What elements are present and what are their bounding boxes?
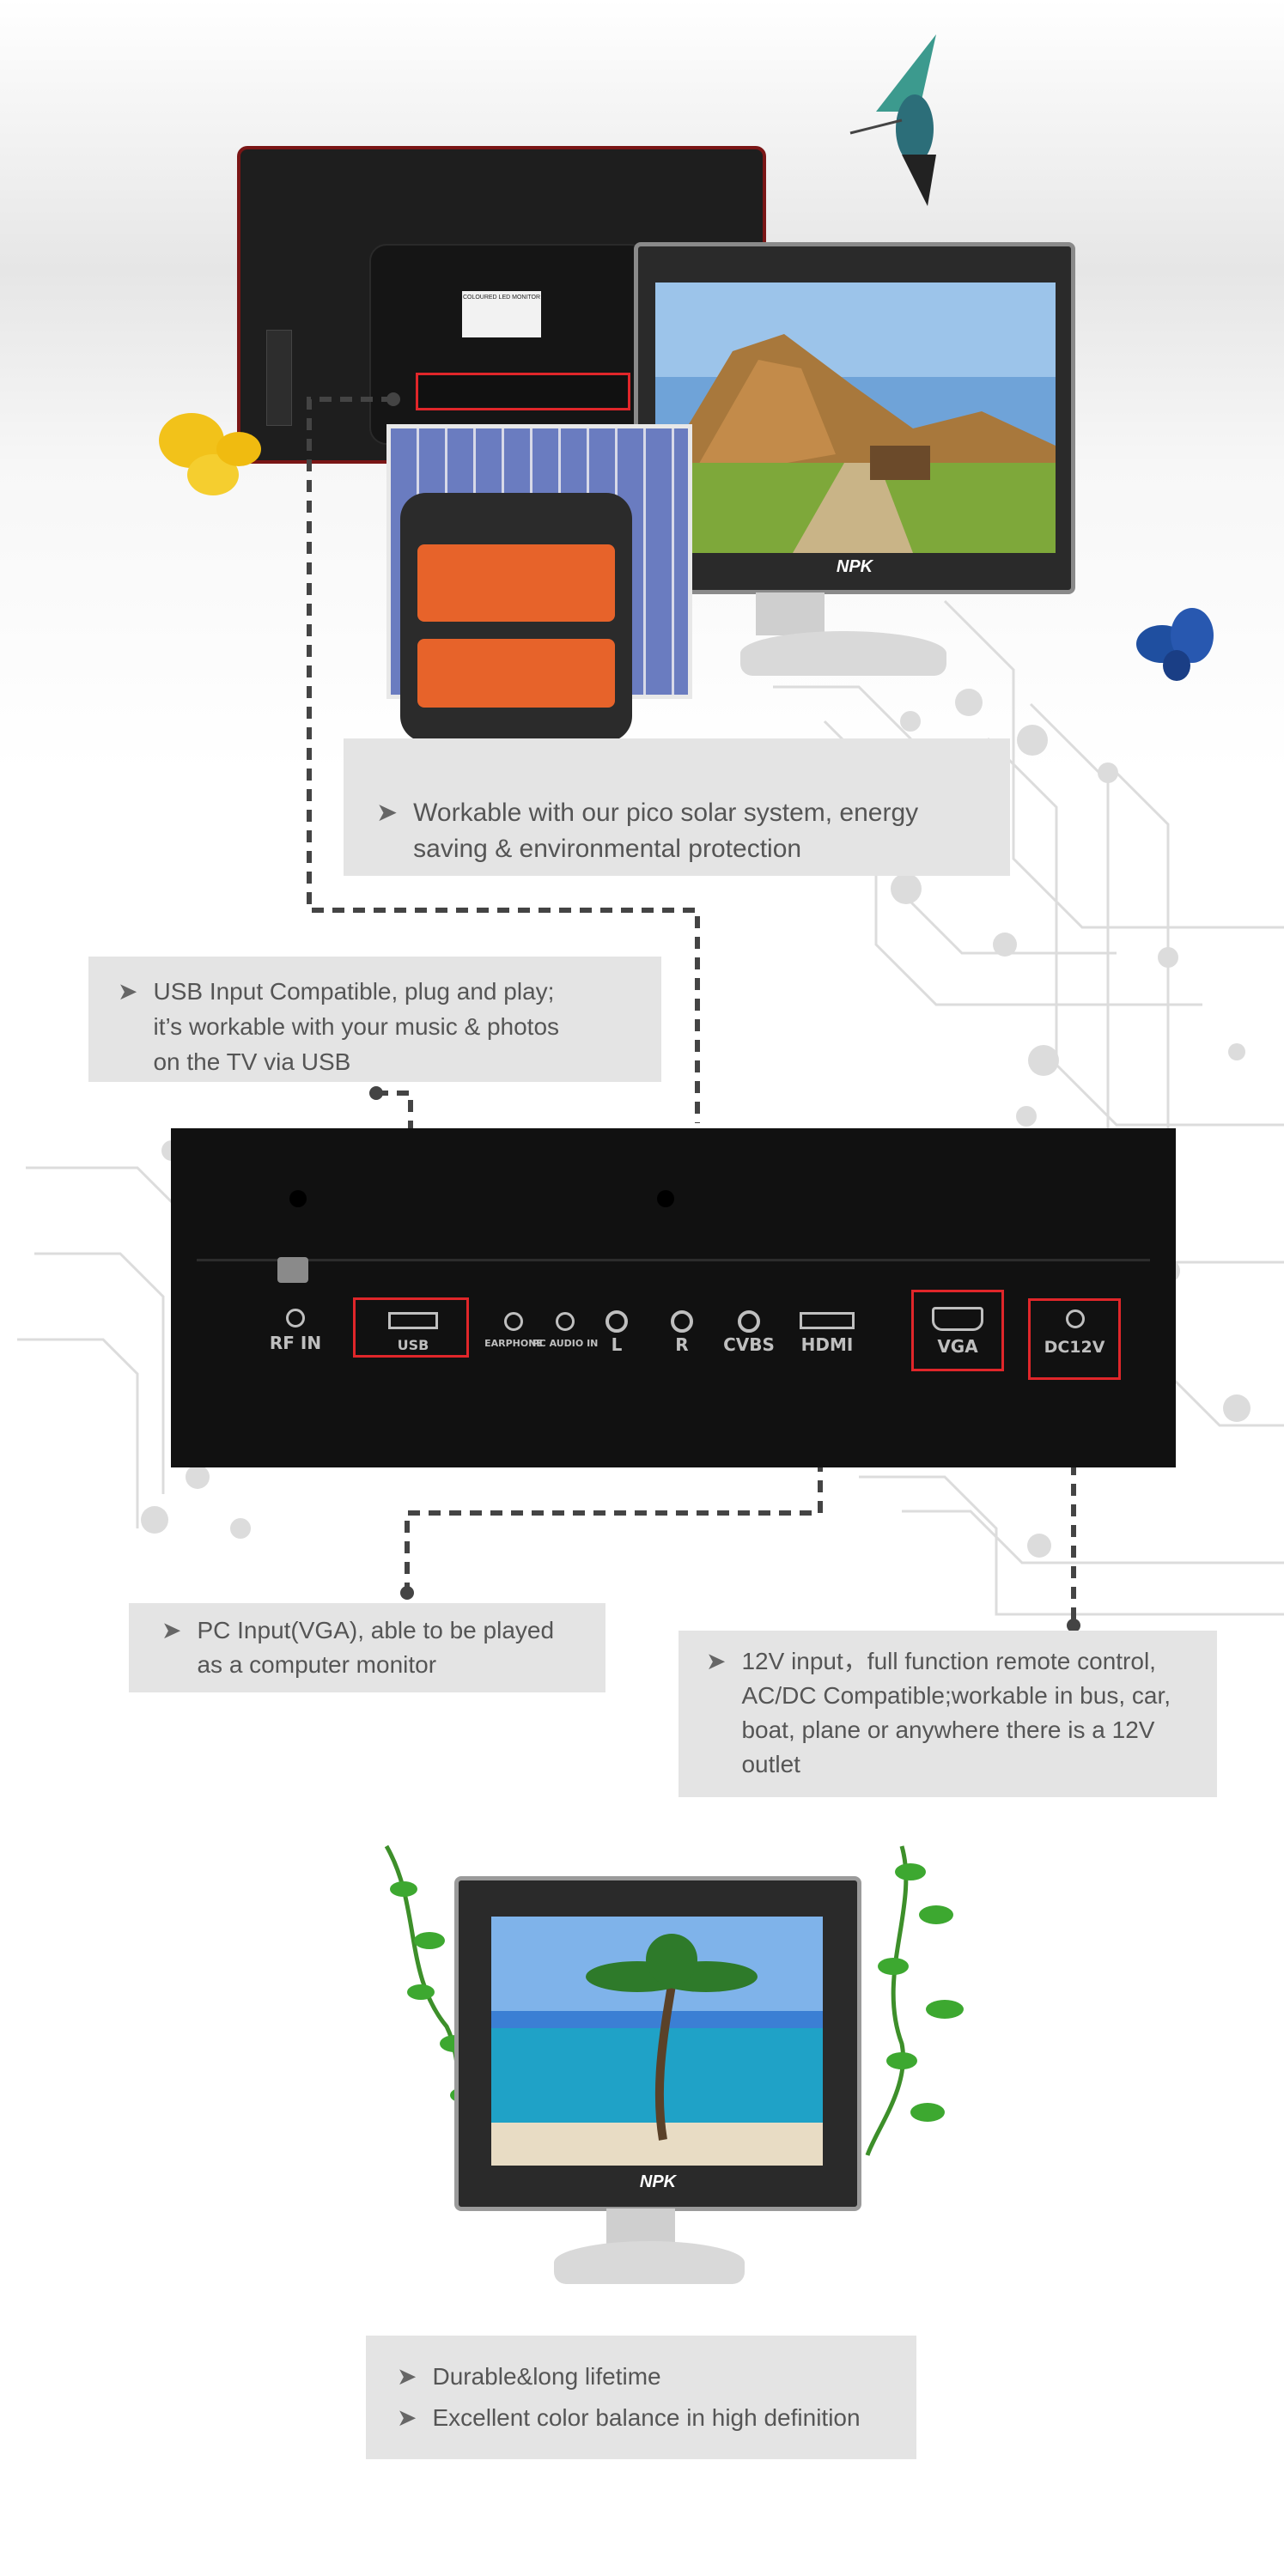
vga-port-icon <box>932 1307 983 1331</box>
callout-usb-row: ➤ USB Input Compatible, plug and play; i… <box>118 974 661 1079</box>
r-port-label: R <box>675 1334 689 1355</box>
vga-port-label: VGA <box>937 1336 978 1357</box>
callout-dc: ➤ 12V input，full function remote control… <box>679 1631 1217 1797</box>
callout-vga-row: ➤ PC Input(VGA), able to be played as a … <box>161 1613 605 1682</box>
callout-dc-line-3: boat, plane or anywhere there is a 12V <box>741 1716 1155 1743</box>
r-port-icon <box>671 1310 693 1333</box>
callout-usb-text: USB Input Compatible, plug and play; it’… <box>153 974 559 1079</box>
callout-solar: ➤ Workable with our pico solar system, e… <box>344 738 1010 876</box>
earphone-port-label: EARPHONE <box>484 1338 543 1349</box>
front-monitor-stand <box>756 592 825 635</box>
mountain-screen <box>655 283 1056 553</box>
front-monitor-base <box>740 631 946 676</box>
panel-screw-left <box>289 1190 307 1207</box>
usb-port-icon <box>388 1312 438 1329</box>
callout-vga: ➤ PC Input(VGA), able to be played as a … <box>129 1603 605 1692</box>
battery-orange-bottom <box>417 639 615 708</box>
arrow-bullet-icon: ➤ <box>706 1648 727 1674</box>
dc-highlight-box <box>1028 1298 1121 1380</box>
callout-solar-row: ➤ Workable with our pico solar system, e… <box>376 795 1010 867</box>
l-port-icon <box>605 1310 628 1333</box>
rear-spec-label: COLOURED LED MONITOR <box>462 291 541 337</box>
rf-connector <box>277 1257 308 1283</box>
blue-butterfly-icon <box>1136 608 1214 681</box>
panel-screw-right <box>657 1190 674 1207</box>
callout-features: ➤ Durable&long lifetime ➤ Excellent colo… <box>366 2336 916 2459</box>
rf-port-icon <box>286 1309 305 1327</box>
feature-item-2-text: Excellent color balance in high definiti… <box>432 2404 861 2431</box>
arrow-bullet-icon: ➤ <box>161 1617 182 1643</box>
bottom-monitor-image: NPK <box>454 1876 861 2211</box>
rf-port-label: RF IN <box>269 1333 322 1353</box>
solar-battery-unit <box>400 493 632 742</box>
cvbs-port-icon <box>738 1310 760 1333</box>
front-logo: NPK <box>836 557 873 576</box>
pcaudio-port-icon <box>556 1312 575 1331</box>
vga-highlight-box <box>911 1290 1004 1371</box>
rear-side-buttons <box>266 330 292 426</box>
callout-usb-line-3: on the TV via USB <box>153 1048 351 1075</box>
port-panel: RF IN USB EARPHONE PC AUDIO IN L R CVBS … <box>171 1128 1176 1467</box>
callout-solar-line-2: saving & environmental protection <box>413 835 802 863</box>
callout-solar-line-1: Workable with our pico solar system, ene… <box>413 799 919 827</box>
front-monitor-image: NPK <box>634 242 1075 594</box>
earphone-port-icon <box>504 1312 523 1331</box>
beach-screen <box>491 1917 823 2166</box>
callout-dc-line-1: 12V input，full function remote control, <box>741 1648 1156 1674</box>
cvbs-port-label: CVBS <box>723 1334 775 1355</box>
callout-dc-text: 12V input，full function remote control, … <box>741 1644 1171 1782</box>
arrow-bullet-icon: ➤ <box>397 2404 417 2431</box>
feature-item-1-text: Durable&long lifetime <box>432 2363 661 2390</box>
callout-vga-text: PC Input(VGA), able to be played as a co… <box>197 1613 554 1682</box>
callout-usb-line-1: USB Input Compatible, plug and play; <box>153 978 555 1005</box>
callout-dc-line-4: outlet <box>741 1751 800 1777</box>
callout-dc-line-2: AC/DC Compatible;workable in bus, car, <box>741 1682 1171 1709</box>
dc-port-icon <box>1066 1309 1085 1328</box>
hdmi-port-label: HDMI <box>800 1334 854 1355</box>
right-vine-icon <box>865 1845 964 2156</box>
panel-seam <box>197 1259 1150 1261</box>
bottom-monitor-base <box>554 2241 745 2284</box>
arrow-bullet-icon: ➤ <box>118 978 138 1005</box>
pcaudio-port-label: PC AUDIO IN <box>532 1338 599 1349</box>
callout-usb-line-2: it’s workable with your music & photos <box>153 1013 560 1040</box>
feature-item-1: ➤ Durable&long lifetime <box>397 2356 916 2397</box>
usb-port-label: USB <box>397 1337 429 1353</box>
yellow-butterfly-icon <box>159 413 261 495</box>
callout-dc-row: ➤ 12V input，full function remote control… <box>706 1644 1217 1782</box>
dc-port-label: DC12V <box>1044 1338 1105 1357</box>
bottom-logo: NPK <box>639 2172 677 2191</box>
arrow-bullet-icon: ➤ <box>376 799 399 827</box>
battery-orange-top <box>417 544 615 622</box>
arrow-bullet-icon: ➤ <box>397 2363 417 2390</box>
callout-vga-line-2: as a computer monitor <box>197 1651 437 1678</box>
usb-highlight-box <box>353 1297 469 1358</box>
callout-vga-line-1: PC Input(VGA), able to be played <box>197 1617 555 1643</box>
callout-solar-text: Workable with our pico solar system, ene… <box>413 795 918 867</box>
hdmi-port-icon <box>800 1312 855 1329</box>
l-port-label: L <box>611 1334 623 1355</box>
rear-spec-label-text: COLOURED LED MONITOR <box>462 295 541 301</box>
hummingbird-icon <box>849 34 936 206</box>
callout-usb: ➤ USB Input Compatible, plug and play; i… <box>88 957 661 1082</box>
rear-port-strip <box>416 373 630 410</box>
feature-item-2: ➤ Excellent color balance in high defini… <box>397 2397 916 2439</box>
